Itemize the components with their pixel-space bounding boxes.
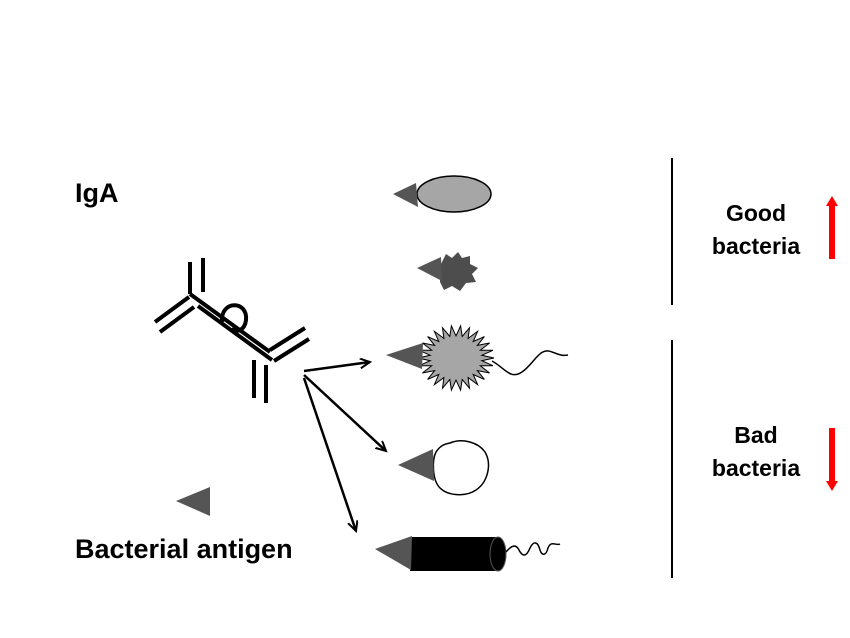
bound-antigen-icon — [398, 449, 434, 481]
down-arrow-icon — [826, 428, 838, 491]
good-bacteria-label-line1: Good — [725, 200, 787, 226]
good-bacteria-label-line2: bacteria — [711, 233, 801, 259]
arrow-to-spiky-bacterium — [303, 362, 370, 373]
bad-bacteria-label-line2: bacteria — [711, 455, 801, 481]
spiky-bacterium-body — [417, 324, 495, 392]
arrow-to-rod-bacterium — [302, 377, 356, 531]
bad-bacterium-rod — [375, 536, 561, 572]
arrow-to-round-bacterium — [303, 374, 386, 451]
bound-antigen-icon — [386, 343, 423, 369]
bound-antigen-icon — [393, 183, 418, 207]
good-bacterium-blob — [417, 252, 478, 291]
binding-arrows — [302, 362, 386, 531]
iga-label: IgA — [75, 178, 119, 208]
good-bacterium-oval — [393, 175, 492, 213]
bad-bacteria-label-line1: Bad — [734, 422, 778, 448]
bad-bacterium-round — [398, 440, 490, 496]
bad-bacteria-label: Bad bacteria — [691, 419, 821, 485]
up-arrow-icon — [826, 196, 838, 259]
triangle-antigen-icon — [176, 487, 210, 516]
bad-bacterium-spiky — [386, 324, 569, 392]
good-bacteria-label: Good bacteria — [691, 197, 821, 263]
iga-antibody-icon — [153, 258, 311, 403]
bound-antigen-icon — [375, 536, 412, 570]
bacterial-antigen-label: Bacterial antigen — [75, 534, 293, 564]
bound-antigen-icon — [417, 257, 442, 281]
